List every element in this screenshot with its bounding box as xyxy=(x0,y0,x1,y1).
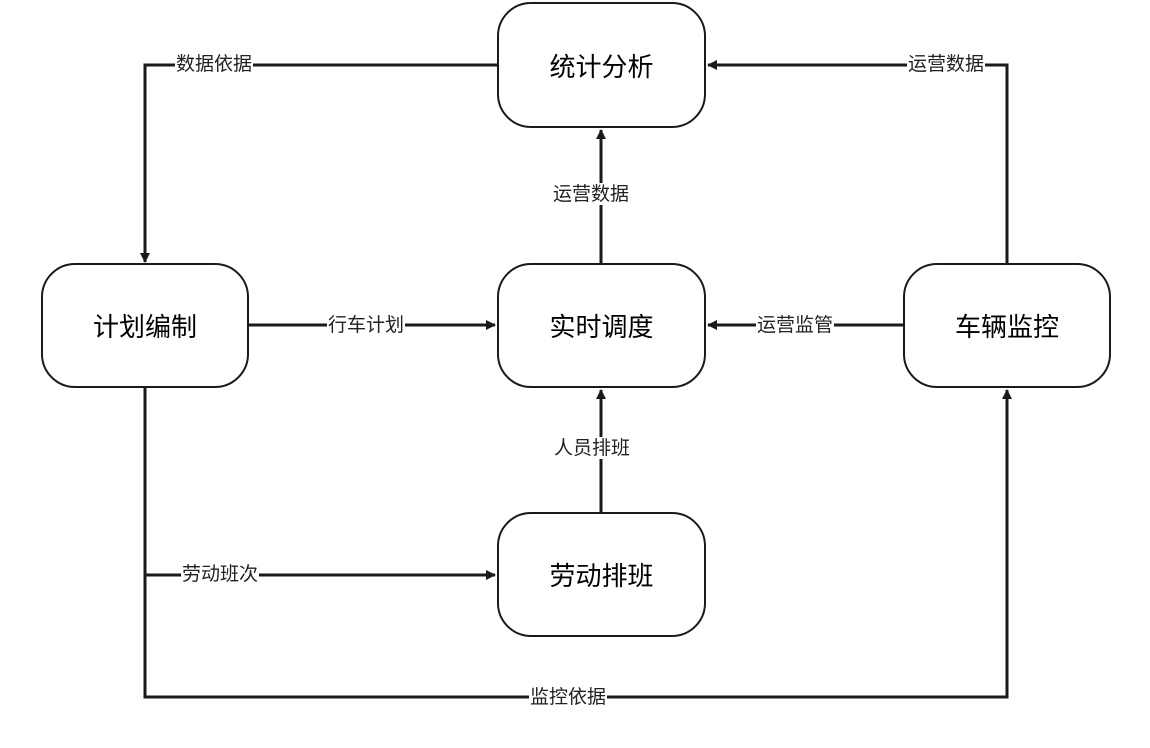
edge-stats-to-planning xyxy=(140,63,497,263)
node-realtime-dispatch[interactable]: 实时调度 xyxy=(497,263,706,388)
node-stats-analysis[interactable]: 统计分析 xyxy=(497,2,706,128)
node-vehicle-monitor-label: 车辆监控 xyxy=(954,313,1059,343)
edge-label-planning-to-monitor: 监控依据 xyxy=(529,686,608,708)
node-labor-scheduling[interactable]: 劳动排班 xyxy=(497,512,706,637)
node-labor-scheduling-label: 劳动排班 xyxy=(549,562,654,592)
edge-label-planning-to-dispatch: 行车计划 xyxy=(327,314,406,336)
edge-label-labor-to-dispatch: 人员排班 xyxy=(553,437,632,459)
edge-label-monitor-to-dispatch: 运营监管 xyxy=(756,314,835,336)
node-realtime-dispatch-label: 实时调度 xyxy=(549,313,654,343)
node-vehicle-monitor[interactable]: 车辆监控 xyxy=(903,263,1111,388)
node-stats-analysis-label: 统计分析 xyxy=(549,52,654,83)
edge-label-planning-to-labor: 劳动班次 xyxy=(181,563,260,585)
edge-label-stats-to-planning: 数据依据 xyxy=(175,53,254,75)
edge-monitor-to-stats xyxy=(707,60,1009,265)
node-plan-compilation[interactable]: 计划编制 xyxy=(41,263,249,388)
edge-label-dispatch-to-stats: 运营数据 xyxy=(552,183,631,205)
edge-label-monitor-to-stats: 运营数据 xyxy=(907,53,986,75)
node-plan-compilation-label: 计划编制 xyxy=(92,313,197,343)
